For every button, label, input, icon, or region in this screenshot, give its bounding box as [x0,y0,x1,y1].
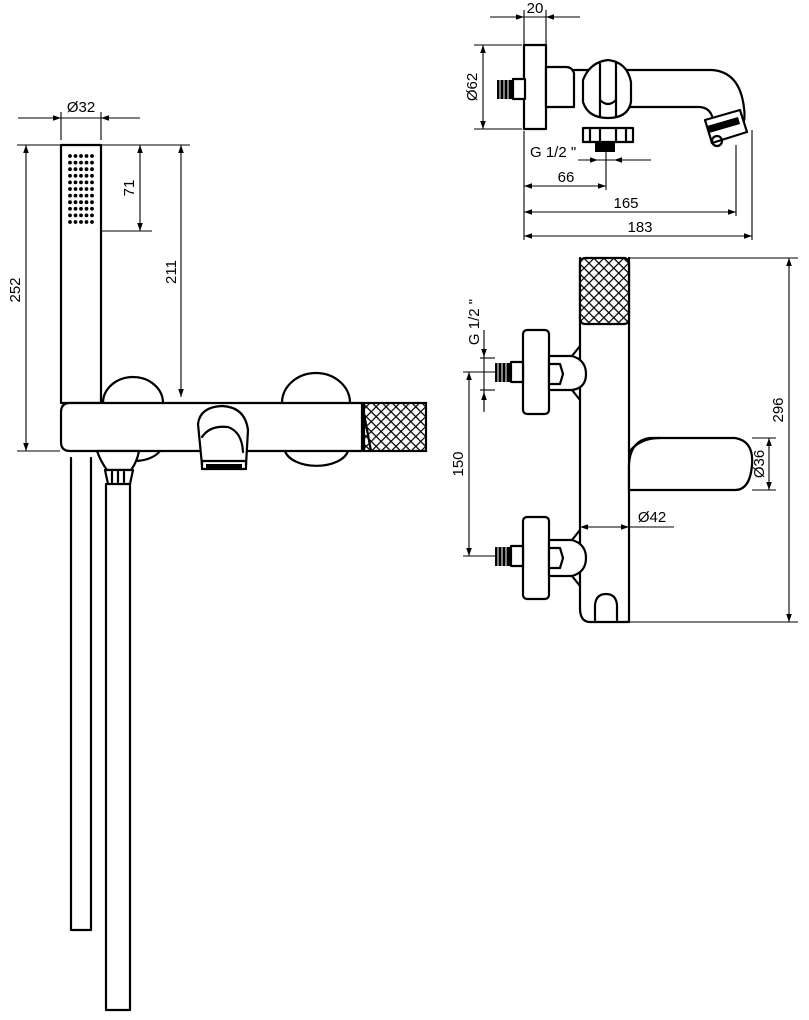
hose-connector [95,449,141,1012]
side-rosette [522,43,548,131]
nozzle-dot [73,167,78,172]
nozzle-dot [84,173,89,178]
dim-total-height: 252 [7,277,24,302]
nozzle-dot [68,154,72,158]
nozzle-dot [68,180,72,185]
vertical-dimensions: G 1/2 " 150 296 Ø36 Ø42 [450,257,798,623]
nozzle-dot [90,193,94,198]
nozzle-dot [90,167,94,172]
nozzle-dot [73,193,78,198]
nozzle-dot [68,160,72,165]
nozzle-dot [79,154,83,158]
nozzle-dot [90,220,94,224]
nozzle-dot [84,180,89,185]
dim-nozzle-height: 71 [121,180,138,197]
nozzle-dot [73,213,78,218]
nozzle-dot [84,206,89,211]
vertical-view [495,256,754,624]
dim-rosette-depth: 20 [527,0,544,17]
shower-hook [593,592,619,622]
hand-shower [59,143,103,405]
nozzle-dot [90,206,94,211]
dim-depth-to-outlet: 66 [558,169,575,186]
nozzle-dot [84,167,89,172]
rosette-left [101,375,165,405]
nozzle-dot [84,220,89,224]
dim-body-diameter: Ø42 [638,509,666,526]
nozzle-dot [68,173,72,178]
nozzle-dot [73,154,78,158]
knurled-handle [362,401,428,453]
vertical-lever [627,436,754,492]
nozzle-dot [90,160,94,165]
nozzle-dot [79,180,83,185]
nozzle-dot [68,167,72,172]
nozzle-dot [73,180,78,185]
nozzle-dot [84,200,89,205]
dim-handshower-diameter: Ø32 [67,99,95,116]
side-dimensions: 20 Ø62 G 1/2 " 66 165 183 [464,0,753,240]
vertical-knurled-top [578,256,631,326]
upper-inlet [495,328,588,416]
spout [196,404,250,471]
nozzle-dot [68,213,72,218]
nozzle-dot [90,180,94,185]
nozzle-dot [73,187,78,191]
nozzle-dot [73,206,78,211]
dim-lever-diameter: Ø36 [751,450,768,478]
nozzle-dot [84,213,89,218]
nozzle-dot [90,200,94,205]
dim-rosette-diameter: Ø62 [464,73,481,101]
front-view [59,143,428,1012]
dim-outlet-height: 211 [163,260,180,284]
nozzle-dot [84,193,89,198]
nozzle-dot [79,213,83,218]
nozzle-dot [84,187,89,191]
nozzle-dot [79,193,83,198]
nozzle-dot [79,200,83,205]
nozzle-dot [90,154,94,158]
dim-body-height: 296 [770,397,787,422]
nozzle-dot [90,213,94,218]
nozzle-dot [73,173,78,178]
dim-total-depth: 183 [627,219,652,236]
side-view [497,43,749,152]
nozzle-dot-grid [68,154,94,224]
nozzle-dot [68,220,72,224]
side-thread-label: G 1/2 " [530,144,576,161]
nozzle-dot [68,206,72,211]
nozzle-dot [79,206,83,211]
nozzle-dot [73,220,78,224]
vertical-thread-label: G 1/2 " [466,299,483,345]
nozzle-dot [79,167,83,172]
dim-inlet-spacing: 150 [450,451,467,476]
vertical-body [578,256,631,624]
nozzle-dot [79,220,83,224]
rosette-right [280,371,352,405]
nozzle-dot [68,193,72,198]
nozzle-dot [90,173,94,178]
nozzle-dot [73,200,78,205]
nozzle-dot [79,160,83,165]
nozzle-dot [73,160,78,165]
nozzle-dot [68,187,72,191]
nozzle-dot [68,200,72,205]
shower-hose [69,456,93,932]
lower-inlet [495,515,588,601]
nozzle-dot [79,173,83,178]
nozzle-dot [79,187,83,191]
dim-spout-reach: 165 [613,195,638,212]
nozzle-dot [90,187,94,191]
nozzle-dot [84,160,89,165]
nozzle-dot [84,154,89,158]
front-dimensions: Ø32 71 211 252 [7,99,368,452]
side-holder [581,58,633,120]
